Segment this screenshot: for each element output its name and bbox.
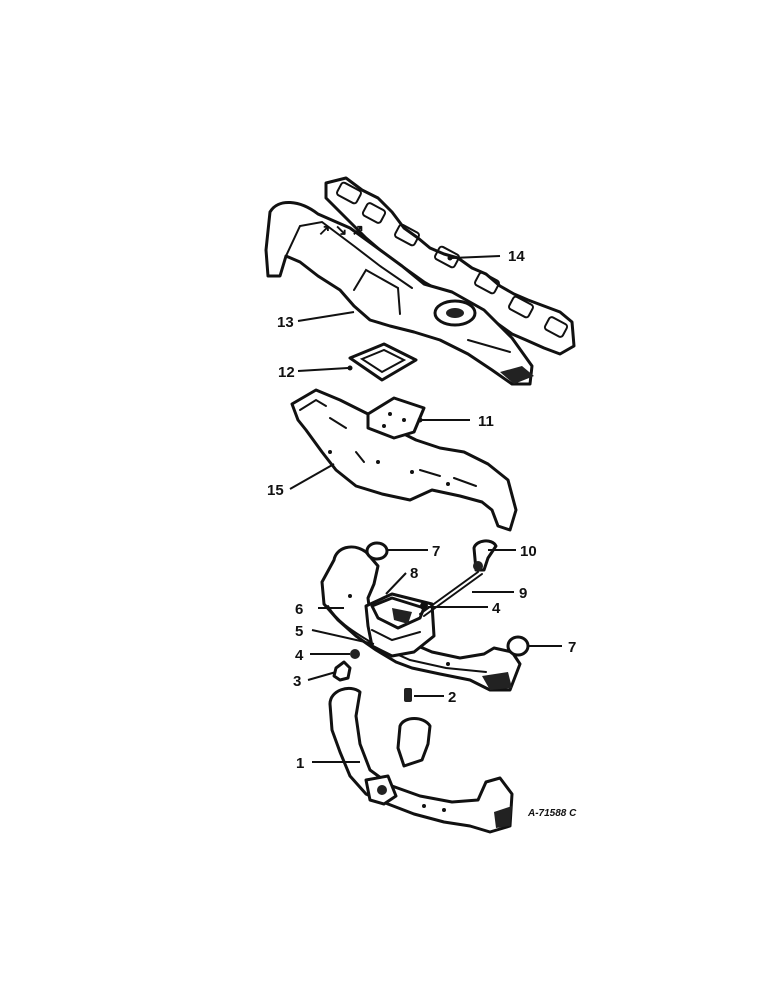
exhaust-manifold-upper: [320, 545, 522, 692]
cover-gasket: [348, 342, 418, 382]
callout-13: 13: [277, 314, 294, 331]
leader-lines: [289, 255, 562, 763]
flange-gasket-lower: [506, 635, 530, 657]
heat-valve-housing: [364, 592, 436, 658]
washer-upper: [420, 602, 428, 610]
callout-4-upper: 4: [492, 600, 501, 617]
callout-14: 14: [508, 248, 525, 265]
callout-7-upper: 7: [432, 543, 440, 560]
cover-plate: [366, 396, 426, 440]
callout-3: 3: [293, 673, 301, 690]
valve-lever: [472, 539, 498, 572]
manifold-assembly: ↗ ↘ ↗: [264, 201, 534, 386]
callout-4-lower: 4: [295, 647, 304, 664]
callout-12: 12: [278, 364, 295, 381]
callout-8: 8: [410, 565, 418, 582]
callout-2: 2: [448, 689, 456, 706]
exhaust-manifold-lower: [328, 687, 514, 834]
callout-5: 5: [295, 623, 303, 640]
callout-6: 6: [295, 601, 303, 618]
callout-labels: 14 13 12 11 15 7 10 8 9 6 4 5 4 7 3 2 1 …: [267, 248, 577, 819]
callout-10: 10: [520, 543, 537, 560]
reference-code: A-71588 C: [527, 808, 577, 819]
callout-9: 9: [519, 585, 527, 602]
washer-lower: [350, 649, 360, 659]
callout-15: 15: [267, 482, 284, 499]
callout-7-lower: 7: [568, 639, 576, 656]
svg-text:↗ ↘ ↗: ↗ ↘ ↗: [318, 222, 364, 239]
bolt: [404, 688, 412, 702]
nut: [332, 660, 352, 682]
callout-1: 1: [296, 755, 304, 772]
callout-11: 11: [478, 413, 494, 430]
flange-gasket-upper: [365, 541, 389, 561]
